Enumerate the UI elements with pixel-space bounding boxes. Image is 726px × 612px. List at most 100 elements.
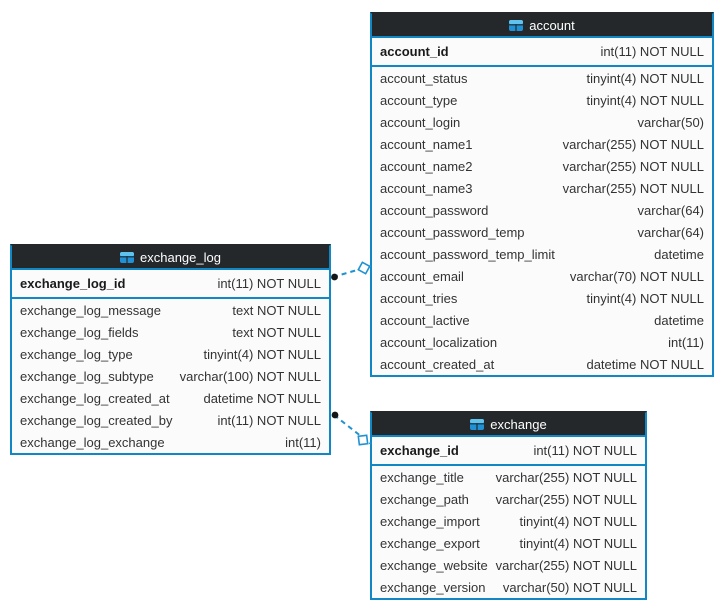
column-name: exchange_log_created_at (20, 390, 170, 406)
column-name: exchange_website (380, 557, 488, 573)
column-name: account_type (380, 92, 458, 108)
column-type: int(11) (668, 334, 704, 350)
table-icon (470, 418, 485, 430)
column-name: account_password_temp (380, 224, 525, 240)
relationship-dot-end (331, 273, 338, 281)
column-name: exchange_title (380, 469, 464, 485)
column-name: exchange_version (380, 579, 486, 595)
column-type: tinyint(4) NOT NULL (586, 92, 704, 108)
table-header[interactable]: exchange_log (12, 246, 329, 270)
column-name: account_created_at (380, 356, 495, 372)
column-type: varchar(255) NOT NULL (495, 469, 637, 485)
pk-column-name: exchange_id (380, 443, 459, 458)
column-type: varchar(50) NOT NULL (502, 579, 637, 595)
column-row: account_lactive datetime (372, 309, 712, 331)
column-row: account_name3 varchar(255) NOT NULL (372, 177, 712, 199)
column-type: varchar(70) NOT NULL (569, 268, 704, 284)
column-type: varchar(50) (637, 114, 704, 130)
pk-column-type: int(11) NOT NULL (600, 44, 704, 59)
column-name: account_status (380, 70, 468, 86)
column-row: account_created_at datetime NOT NULL (372, 353, 712, 375)
column-name: exchange_log_exchange (20, 434, 165, 450)
column-type: tinyint(4) NOT NULL (203, 346, 321, 362)
column-type: varchar(100) NOT NULL (179, 368, 321, 384)
table-figure-exchange_log[interactable]: exchange_log exchange_log_id int(11) NOT… (10, 244, 331, 455)
column-name: account_name3 (380, 180, 473, 196)
column-type: datetime NOT NULL (203, 390, 321, 406)
pk-column-name: exchange_log_id (20, 276, 126, 291)
table-title: exchange (490, 416, 547, 432)
relationship-exchange_log-account[interactable] (331, 261, 372, 281)
column-type: tinyint(4) NOT NULL (519, 535, 637, 551)
pk-column-type: int(11) NOT NULL (217, 276, 321, 291)
column-name: account_password_temp_limit (380, 246, 555, 262)
column-name: account_localization (380, 334, 498, 350)
column-row: account_login varchar(50) (372, 111, 712, 133)
column-type: tinyint(4) NOT NULL (519, 513, 637, 529)
column-name: account_name2 (380, 158, 473, 174)
column-type: varchar(255) NOT NULL (562, 136, 704, 152)
column-name: account_email (380, 268, 464, 284)
column-type: datetime NOT NULL (586, 356, 704, 372)
column-row: exchange_log_created_by int(11) NOT NULL (12, 409, 329, 431)
pk-row: account_id int(11) NOT NULL (372, 38, 712, 67)
relationship-line[interactable] (333, 414, 372, 445)
column-name: account_lactive (380, 312, 470, 328)
column-type: tinyint(4) NOT NULL (586, 290, 704, 306)
table-title: exchange_log (140, 249, 221, 265)
column-name: exchange_export (380, 535, 480, 551)
column-type: text NOT NULL (232, 324, 321, 340)
column-name: exchange_import (380, 513, 480, 529)
relationship-exchange_log-exchange[interactable] (331, 411, 372, 446)
pk-column-type: int(11) NOT NULL (533, 443, 637, 458)
column-type: varchar(255) NOT NULL (562, 158, 704, 174)
column-row: exchange_version varchar(50) NOT NULL (372, 576, 645, 598)
column-name: exchange_log_fields (20, 324, 139, 340)
column-name: account_tries (380, 290, 458, 306)
column-row: exchange_website varchar(255) NOT NULL (372, 554, 645, 576)
table-header[interactable]: account (372, 14, 712, 38)
column-name: account_name1 (380, 136, 473, 152)
table-title: account (529, 17, 575, 33)
table-figure-account[interactable]: account account_id int(11) NOT NULL acco… (370, 12, 714, 377)
column-name: exchange_path (380, 491, 469, 507)
column-name: exchange_log_type (20, 346, 133, 362)
relationship-diamond-end (357, 434, 369, 446)
column-name: account_login (380, 114, 461, 130)
column-name: account_password (380, 202, 489, 218)
column-type: datetime (654, 312, 704, 328)
table-icon (120, 251, 135, 263)
column-type: varchar(255) NOT NULL (495, 491, 637, 507)
column-row: account_email varchar(70) NOT NULL (372, 265, 712, 287)
table-header[interactable]: exchange (372, 413, 645, 437)
column-type: datetime (654, 246, 704, 262)
relationship-line[interactable] (332, 265, 372, 278)
pk-row: exchange_id int(11) NOT NULL (372, 437, 645, 466)
pk-column-name: account_id (380, 44, 449, 59)
column-name: exchange_log_created_by (20, 412, 173, 428)
column-row: account_type tinyint(4) NOT NULL (372, 89, 712, 111)
column-row: account_tries tinyint(4) NOT NULL (372, 287, 712, 309)
column-type: varchar(255) NOT NULL (495, 557, 637, 573)
column-row: account_password_temp_limit datetime (372, 243, 712, 265)
column-type: varchar(255) NOT NULL (562, 180, 704, 196)
relationship-dot-end (331, 411, 339, 419)
column-row: account_localization int(11) (372, 331, 712, 353)
pk-row: exchange_log_id int(11) NOT NULL (12, 270, 329, 299)
relationship-diamond-end (357, 261, 371, 275)
column-row: exchange_import tinyint(4) NOT NULL (372, 510, 645, 532)
column-type: int(11) NOT NULL (217, 412, 321, 428)
column-name: exchange_log_message (20, 302, 161, 318)
table-figure-exchange[interactable]: exchange exchange_id int(11) NOT NULL ex… (370, 411, 647, 600)
column-row: exchange_log_fields text NOT NULL (12, 321, 329, 343)
column-row: account_name1 varchar(255) NOT NULL (372, 133, 712, 155)
column-row: exchange_path varchar(255) NOT NULL (372, 488, 645, 510)
